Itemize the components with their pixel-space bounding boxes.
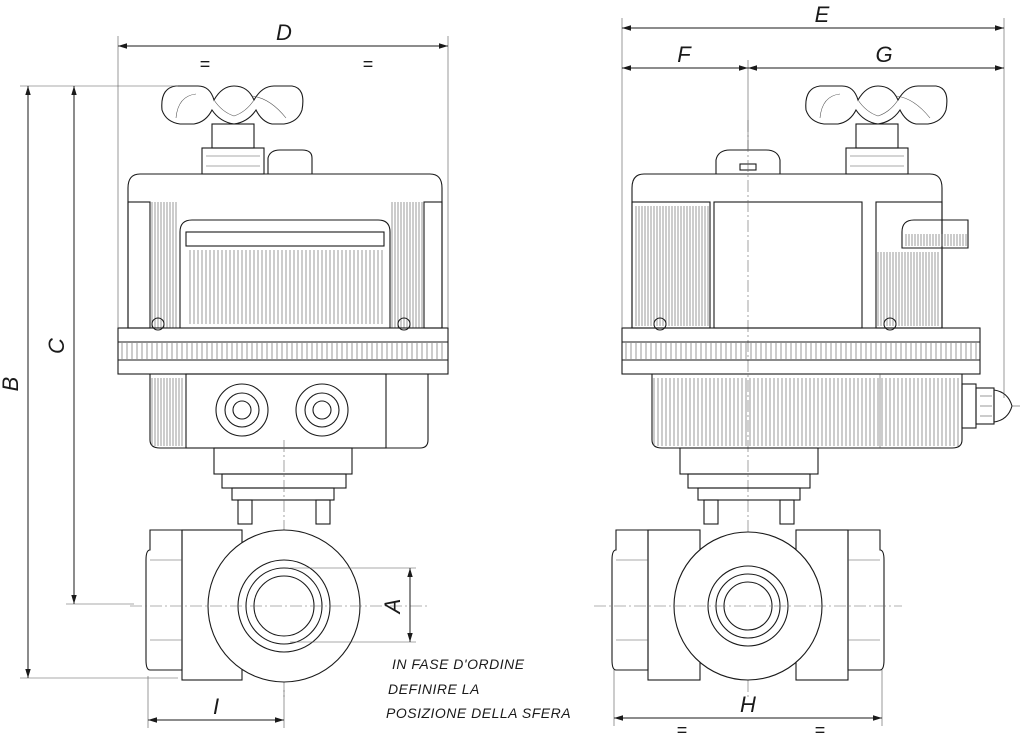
lower-body-front	[149, 373, 429, 449]
upper-housing-front	[127, 173, 443, 329]
dim-label-h: H	[740, 692, 756, 717]
note-line-1: IN FASE D'ORDINE	[392, 656, 525, 672]
side-view: E F G H = =	[594, 2, 1020, 736]
dim-label-a: A	[380, 599, 405, 616]
dim-equal-d-right: =	[363, 54, 374, 74]
upper-housing-side	[631, 120, 969, 700]
cable-gland	[961, 383, 1020, 429]
dim-label-b: B	[0, 377, 23, 392]
dim-label-f: F	[677, 42, 692, 67]
coupling-side	[679, 447, 819, 525]
lower-body-side	[651, 374, 963, 449]
dim-label-g: G	[875, 42, 892, 67]
front-view: D = = B C A I IN FASE D'ORDINE	[0, 20, 571, 728]
dimensions-front: D = = B C A I	[0, 20, 449, 728]
note-line-2: DEFINIRE LA	[388, 681, 480, 697]
valve-body-side	[594, 529, 902, 681]
note-line-3: POSIZIONE DELLA SFERA	[386, 705, 571, 721]
dim-equal-d-left: =	[200, 54, 211, 74]
collar-side	[621, 317, 981, 375]
dimensions-side: E F G H = =	[613, 2, 1005, 736]
dim-equal-h-left: =	[677, 720, 688, 736]
handwheel-side	[715, 85, 948, 175]
handwheel-front	[161, 85, 313, 175]
order-note: IN FASE D'ORDINE DEFINIRE LA POSIZIONE D…	[386, 656, 571, 721]
dim-equal-h-right: =	[815, 720, 826, 736]
dim-label-e: E	[815, 2, 830, 27]
dim-label-c: C	[44, 338, 69, 354]
dim-label-d: D	[276, 20, 292, 45]
collar-front	[117, 317, 449, 375]
dim-label-i: I	[213, 694, 219, 719]
